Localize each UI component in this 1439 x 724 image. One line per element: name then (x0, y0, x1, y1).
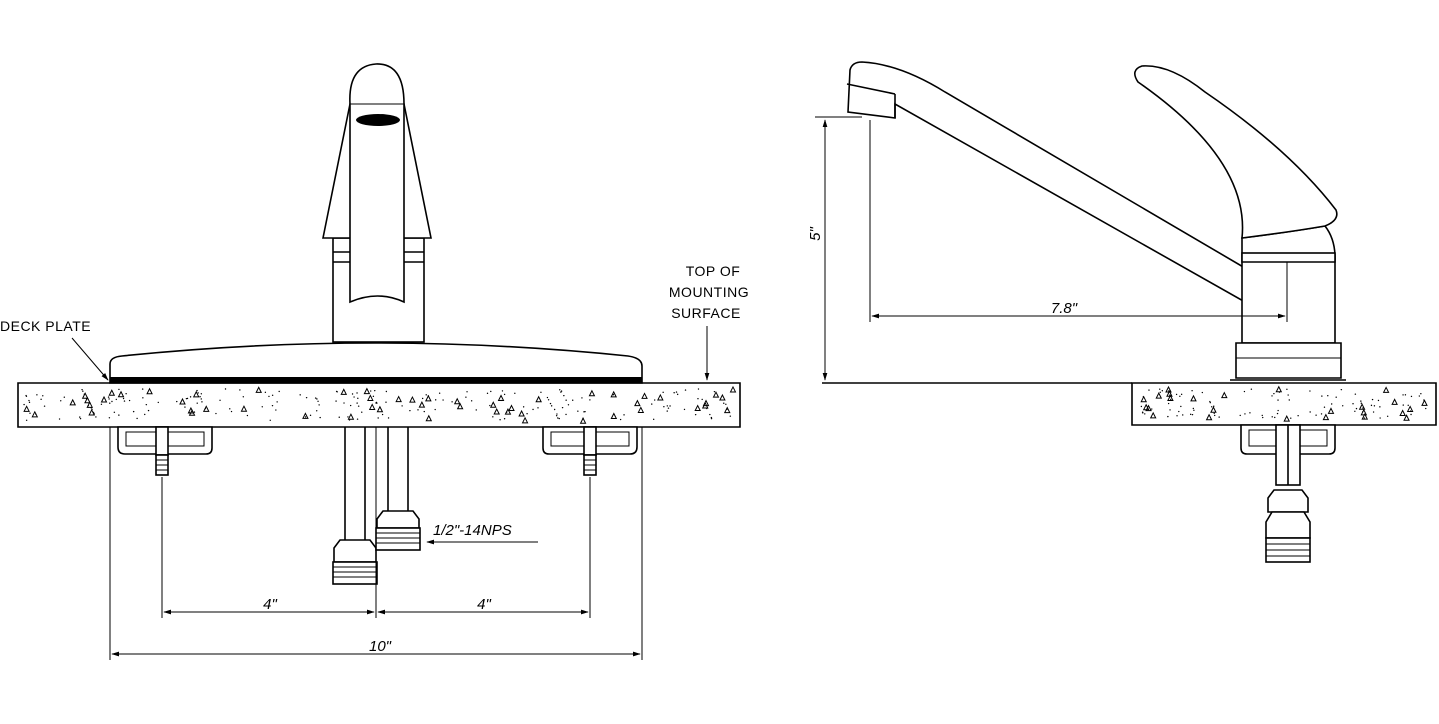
faucet-body-side (1230, 225, 1346, 381)
top-of-mounting-label-line2: MOUNTING (669, 284, 749, 300)
top-of-mounting-label-line1: TOP OF (686, 263, 741, 279)
countertop-front (17, 382, 741, 428)
front-dimensions: 4" 4" 10" (109, 427, 643, 660)
mounting-bracket-right (542, 426, 638, 476)
front-view: 1/2"-14NPS DECK PLATE TOP OF MOUNTING SU… (0, 63, 749, 660)
countertop-side (1131, 382, 1437, 426)
side-view: 5" 7.8" (807, 61, 1437, 563)
left-spacing-dimension: 4" (263, 596, 277, 613)
spout-height-dimension: 5" (807, 226, 824, 240)
thread-spec-label: 1/2"-14NPS (433, 522, 512, 539)
top-of-mounting-callout: TOP OF MOUNTING SURFACE (669, 263, 749, 381)
side-dimensions: 5" 7.8" (807, 116, 1288, 381)
deck-plate (109, 342, 643, 384)
top-of-mounting-label-line3: SURFACE (671, 305, 741, 321)
overall-width-dimension: 10" (369, 638, 392, 655)
supply-lines-front (332, 427, 421, 585)
lever-handle-side (1134, 65, 1338, 239)
deck-plate-callout: DECK PLATE (0, 318, 109, 381)
thread-spec-callout: 1/2"-14NPS (426, 522, 538, 545)
deck-plate-label: DECK PLATE (0, 318, 91, 334)
under-counter-side (1240, 424, 1336, 563)
mounting-bracket-left (117, 426, 213, 476)
right-spacing-dimension: 4" (477, 596, 491, 613)
spout-reach-dimension: 7.8" (1051, 300, 1078, 317)
faucet-body-front (322, 63, 432, 343)
